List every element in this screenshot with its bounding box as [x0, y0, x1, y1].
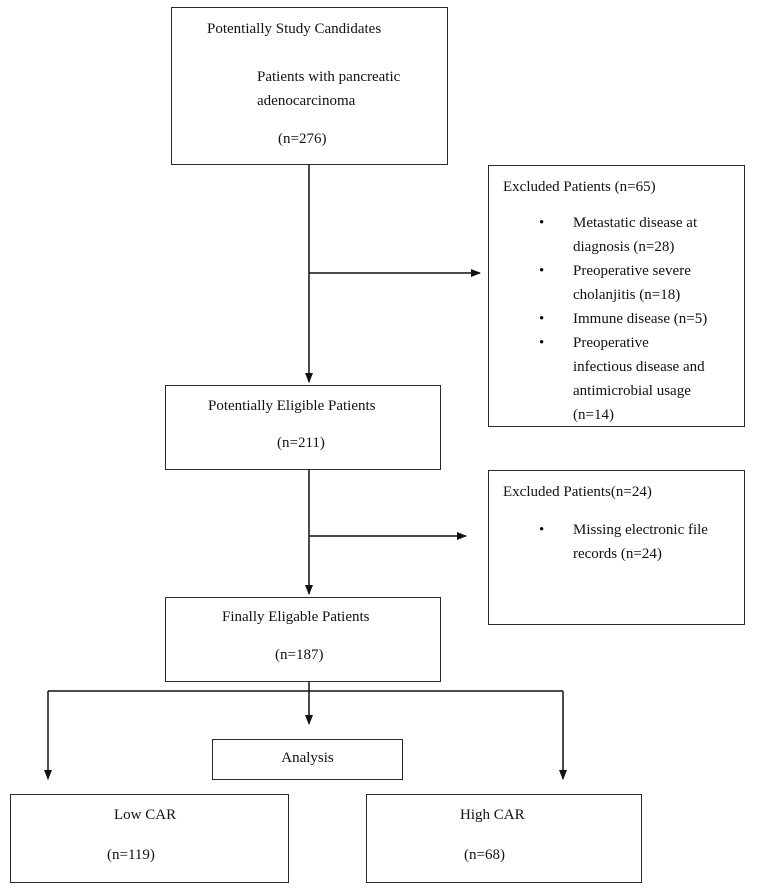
- high-car-title: High CAR: [460, 807, 525, 823]
- low-car-count: (n=119): [107, 847, 155, 863]
- excluded-1-item: • Immune disease (n=5): [539, 307, 708, 331]
- high-car-count: (n=68): [464, 847, 505, 863]
- analysis-box: Analysis: [212, 739, 403, 780]
- eligible-box: Potentially Eligible Patients (n=211): [165, 385, 441, 470]
- final-title: Finally Eligable Patients: [222, 609, 370, 625]
- item-line: antimicrobial usage: [573, 383, 691, 399]
- candidates-title: Potentially Study Candidates: [207, 21, 382, 37]
- item-line: Immune disease (n=5): [573, 311, 708, 327]
- final-box: Finally Eligable Patients (n=187): [165, 597, 441, 682]
- eligible-title: Potentially Eligible Patients: [208, 398, 376, 414]
- eligible-count: (n=211): [277, 435, 325, 451]
- high-car-box: High CAR (n=68): [366, 794, 642, 883]
- final-count: (n=187): [275, 647, 324, 663]
- analysis-label: Analysis: [281, 750, 334, 766]
- candidates-count: (n=276): [278, 131, 327, 147]
- excluded-2-title: Excluded Patients(n=24): [503, 484, 652, 500]
- item-line: Metastatic disease at: [573, 215, 698, 231]
- excluded-1-title: Excluded Patients (n=65): [503, 179, 656, 195]
- item-line: (n=14): [573, 407, 614, 423]
- candidates-line-2: adenocarcinoma: [257, 93, 356, 109]
- item-line: Preoperative: [573, 335, 649, 351]
- bullet: •: [539, 215, 545, 231]
- bullet: •: [539, 311, 545, 327]
- excluded-1-item: • Metastatic disease at diagnosis (n=28): [539, 211, 707, 259]
- bullet: •: [539, 263, 545, 279]
- item-line: Missing electronic file: [573, 522, 708, 538]
- bullet: •: [539, 522, 545, 538]
- excluded-box-1: Excluded Patients (n=65) • Metastatic di…: [488, 165, 745, 427]
- item-line: Preoperative severe: [573, 263, 691, 279]
- candidates-box: Potentially Study Candidates Patients wi…: [171, 7, 448, 165]
- excluded-box-2: Excluded Patients(n=24) • Missing electr…: [488, 470, 745, 625]
- item-line: diagnosis (n=28): [573, 239, 675, 255]
- excluded-1-item: • Preoperative severe cholanjitis (n=18): [539, 259, 707, 307]
- candidates-line-1: Patients with pancreatic: [257, 69, 401, 85]
- item-line: infectious disease and: [573, 359, 705, 375]
- item-line: cholanjitis (n=18): [573, 287, 681, 303]
- low-car-title: Low CAR: [114, 807, 177, 823]
- bullet: •: [539, 335, 545, 351]
- excluded-2-item: • Missing electronic file records (n=24): [539, 518, 708, 566]
- low-car-box: Low CAR (n=119): [10, 794, 289, 883]
- excluded-1-item: • Preoperative infectious disease and an…: [539, 331, 707, 427]
- item-line: records (n=24): [573, 546, 662, 562]
